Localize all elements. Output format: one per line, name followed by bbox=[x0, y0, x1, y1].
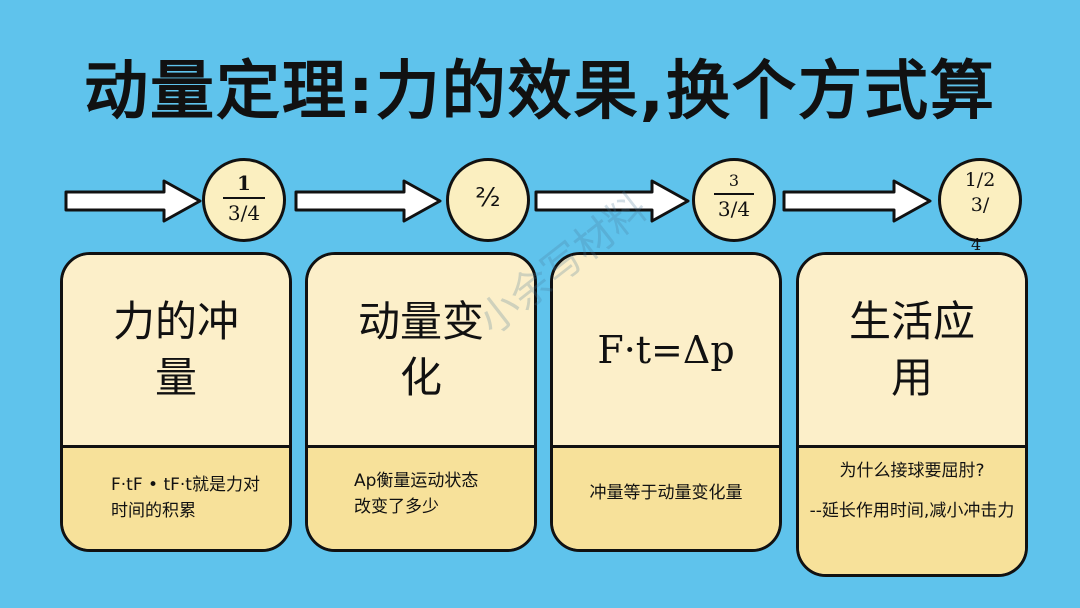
concept-card-momentum-change: 动量变化 Ap衡量运动状态改变了多少 bbox=[305, 252, 537, 552]
flow-arrow-3 bbox=[534, 179, 690, 223]
card-answer: --延长作用时间,减小冲击力 bbox=[809, 501, 1015, 521]
card-question: 为什么接球要屈肘? bbox=[839, 461, 985, 481]
concept-card-application: 生活应用 为什么接球要屈肘? --延长作用时间,减小冲击力 bbox=[796, 252, 1028, 577]
step-badge-3: 3 3/4 bbox=[692, 158, 776, 242]
card-body: F·tF • tF·t就是力对时间的积累 bbox=[63, 448, 289, 549]
card-header: 动量变化 bbox=[308, 255, 534, 448]
card-heading: 动量变化 bbox=[357, 297, 484, 402]
card-body: 为什么接球要屈肘? --延长作用时间,减小冲击力 bbox=[799, 448, 1025, 574]
badge-fraction: ²⁄₂ bbox=[475, 183, 501, 213]
card-body: Ap衡量运动状态改变了多少 bbox=[308, 448, 534, 549]
step-badge-1: 1 3/4 bbox=[202, 158, 286, 242]
badge-line-3: 4 bbox=[971, 235, 982, 254]
card-header: F·t=Δp bbox=[553, 255, 779, 448]
step-badge-2: ²⁄₂ bbox=[446, 158, 530, 242]
concept-card-formula: F·t=Δp 冲量等于动量变化量 bbox=[550, 252, 782, 552]
page-title: 动量定理:力的效果,换个方式算 bbox=[84, 55, 996, 129]
flow-arrow-1 bbox=[64, 179, 202, 223]
fraction-bar bbox=[223, 197, 265, 199]
badge-line-2: 3/ bbox=[970, 194, 990, 216]
card-header: 力的冲量 bbox=[63, 255, 289, 448]
badge-denominator: 3/4 bbox=[227, 201, 261, 225]
fraction-bar bbox=[714, 193, 754, 195]
card-heading: F·t=Δp bbox=[597, 328, 735, 372]
concept-card-impulse: 力的冲量 F·tF • tF·t就是力对时间的积累 bbox=[60, 252, 292, 552]
badge-numerator: 3 bbox=[728, 171, 740, 190]
card-heading: 力的冲量 bbox=[112, 297, 239, 402]
badge-line-1: 1/2 bbox=[964, 169, 996, 191]
badge-numerator: 1 bbox=[237, 171, 251, 195]
step-badge-4: 1/2 3/ 4 bbox=[938, 158, 1022, 254]
card-body: 冲量等于动量变化量 bbox=[553, 448, 779, 549]
flow-arrow-4 bbox=[782, 179, 932, 223]
card-header: 生活应用 bbox=[799, 255, 1025, 448]
card-heading: 生活应用 bbox=[848, 297, 975, 402]
badge-denominator: 3/4 bbox=[717, 197, 751, 221]
spacer bbox=[805, 484, 1019, 498]
flow-arrow-2 bbox=[294, 179, 442, 223]
